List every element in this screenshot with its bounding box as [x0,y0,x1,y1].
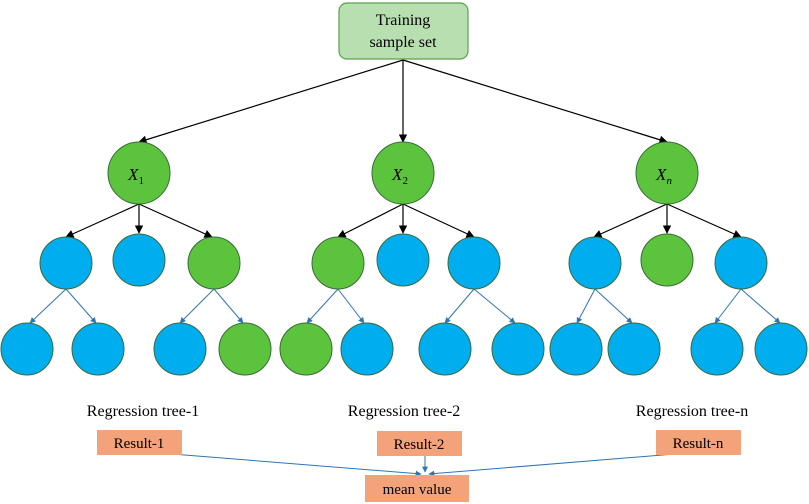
treen-node-l2-left [568,236,622,290]
edge-t1-l3c [179,288,215,324]
tree2-node-l2-mid [376,233,430,287]
feature-node-1: X1 [107,141,171,205]
tree2-leaf-4 [491,322,545,376]
mean-value-bg [365,475,469,502]
tree1-leaf-4 [218,322,272,376]
tree1-node-l2-left [39,236,93,290]
tree2-leaf-1 [279,322,333,376]
edge-t1-l2a [65,203,140,238]
level2-nodes [39,233,768,290]
edges-layer [29,59,781,477]
treen-node-l2-right [714,236,768,290]
feature-circle-x1 [107,141,171,205]
root-label-line2: sample set [369,34,437,51]
tree-label-1: Regression tree-1 [87,403,199,420]
edge-t2-l3c [444,288,475,324]
edge-t2-l2a [337,203,404,238]
edge-t1-l3b [65,288,97,324]
root-box [338,2,469,60]
tree1-leaf-3 [153,322,207,376]
result-box-1: Result-1 [97,430,182,455]
mean-value-label: mean value [383,482,452,498]
root-node: Training sample set [338,2,469,60]
treen-leaf-1 [549,322,603,376]
edge-tn-l3c [714,288,742,324]
edge-result1-to-mean [146,451,422,477]
edge-root-to-xn [402,59,668,144]
tree2-node-l2-left [311,236,365,290]
feature-label-xn: Xn [655,165,672,187]
feature-label-x1: X1 [127,165,144,187]
feature-label-x2: X2 [391,165,408,187]
tree-label-2: Regression tree-2 [348,403,460,420]
result-2-label: Result-2 [394,437,445,453]
root-label-line1: Training [376,12,431,29]
result-n-label: Result-n [673,436,724,452]
tree2-node-l2-right [447,236,501,290]
treen-node-l2-mid [640,233,694,287]
result-1-label: Result-1 [114,436,165,452]
tree1-leaf-2 [71,322,125,376]
result-box-n: Result-n [656,430,741,455]
edge-t2-l3d [473,288,516,324]
edge-root-to-x1 [138,59,404,144]
mean-value-box: mean value [365,475,469,502]
level3-nodes [0,322,808,376]
edge-t1-l3a [29,288,67,324]
tree2-leaf-2 [340,322,394,376]
tree1-leaf-1 [0,322,54,376]
edge-t2-l2c [402,203,475,238]
result-1-bg [97,430,182,455]
feature-circle-xn [635,141,699,205]
edge-tn-l3a [576,288,596,324]
treen-leaf-2 [607,322,661,376]
feature-node-2: X2 [371,141,435,205]
edge-resultn-to-mean [428,451,700,477]
edge-t1-l3d [213,288,244,324]
edge-t2-l3b [337,288,365,324]
tree1-node-l2-right [187,236,241,290]
tree1-node-l2-mid [112,233,166,287]
tree-label-n: Regression tree-n [636,403,748,420]
edge-tn-l2c [666,203,742,238]
edge-t2-l3a [306,288,339,324]
treen-leaf-3 [690,322,744,376]
edge-tn-l2a [593,203,668,238]
feature-circle-x2 [371,141,435,205]
feature-node-n: Xn [635,141,699,205]
treen-leaf-4 [754,322,808,376]
edge-t1-l2c [138,203,213,238]
edge-tn-l3b [594,288,633,324]
result-n-bg [656,430,741,455]
result-2-bg [377,431,462,456]
result-box-2: Result-2 [377,431,462,456]
edge-tn-l3d [740,288,781,324]
tree2-leaf-3 [418,322,472,376]
